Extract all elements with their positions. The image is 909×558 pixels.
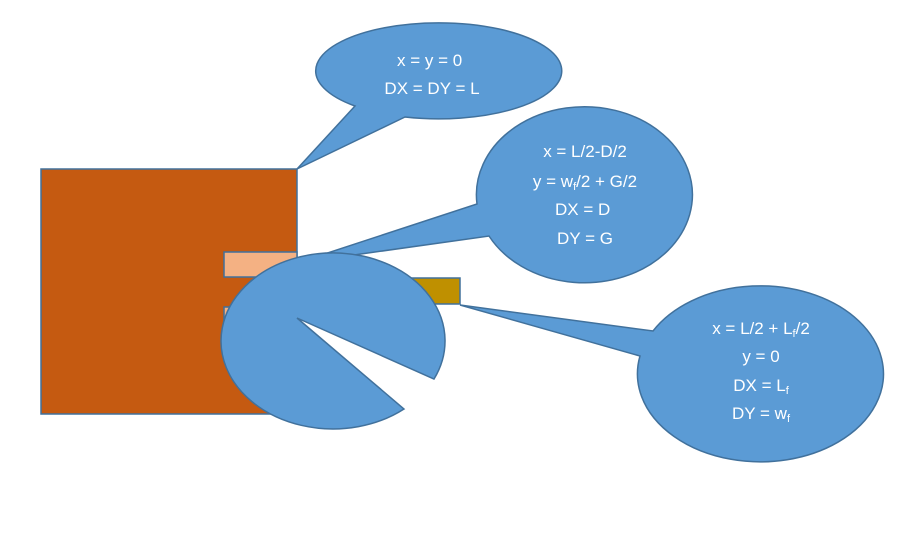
callout-lower-gap-line4: DY = G: [474, 485, 530, 504]
callout-upper-gap-line3: DX = D: [555, 200, 610, 219]
callout-lower-gap-text: x = L/2-D/2: [460, 399, 544, 418]
callout-lower-gap: [220, 252, 446, 430]
callout-feed-line4-sub: f: [787, 413, 791, 425]
callout-lower-gap-line2-post: /2 - G/2: [498, 428, 555, 447]
callout-upper-gap-line4: DY = G: [557, 229, 613, 248]
callout-feed-line4-pre: DY = w: [732, 404, 788, 423]
callout-lower-gap-lines-3-4: DX = D DY = G: [472, 457, 532, 504]
callout-feed-line2: y = 0: [742, 347, 779, 366]
callout-upper-gap-line2-sub: f: [573, 181, 577, 193]
callout-feed-line1-sub: f: [793, 328, 797, 340]
callout-upper-gap-text: x = L/2-D/2: [543, 142, 627, 161]
callout-feed-line3-pre: DX = L: [733, 376, 785, 395]
callout-lower-gap-line2-pre: y = -w: [449, 428, 496, 447]
callout-lower-gap-line1: x = L/2-D/2: [460, 399, 544, 418]
callout-lower-gap-line3: DX = D: [472, 457, 527, 476]
callout-feed: [459, 285, 885, 463]
callout-upper-gap: [296, 106, 694, 284]
callout-upper-gap-line2: y = wf/2 + G/2: [533, 172, 637, 193]
callout-upper-gap-line1: x = L/2-D/2: [543, 142, 627, 161]
callout-patch: [296, 22, 563, 170]
callout-feed-line3: DX = Lf: [733, 376, 789, 397]
callout-upper-gap-line2-post: /2 + G/2: [576, 172, 637, 191]
callout-lower-gap-line2-sub: f: [495, 437, 499, 449]
callout-feed-line3-sub: f: [786, 385, 790, 397]
callout-feed-line4: DY = wf: [732, 404, 791, 425]
callout-upper-gap-line2-pre: y = w: [533, 172, 574, 191]
callout-lower-gap-line2: y = -wf/2 - G/2: [449, 428, 555, 449]
callout-feed-line1-pre: x = L/2 + L: [712, 319, 792, 338]
callout-upper-gap-lines-3-4: DX = D DY = G: [555, 200, 615, 248]
callout-feed-line1: x = L/2 + Lf/2: [712, 319, 810, 340]
callout-patch-line1: x = y = 0: [397, 51, 462, 70]
callout-feed-line1-post: /2: [796, 319, 810, 338]
callout-patch-line2: DX = DY = L: [384, 79, 479, 98]
callout-patch-text: x = y = 0 DX = DY = L: [384, 51, 479, 98]
